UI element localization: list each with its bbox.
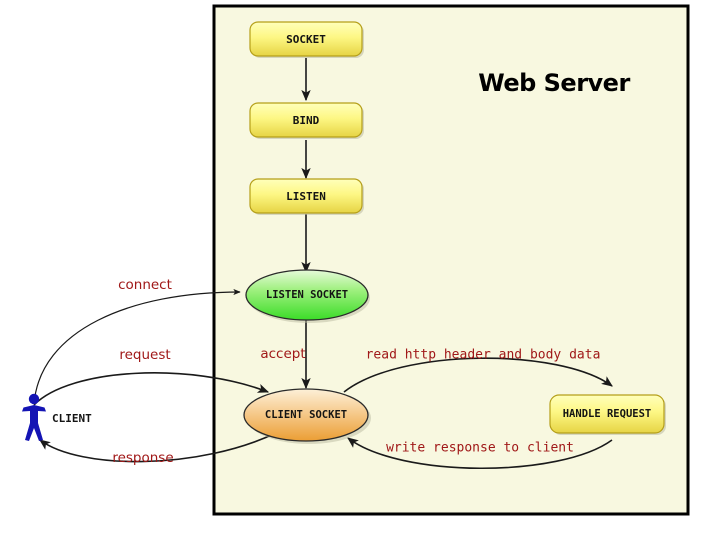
node-listen-box <box>249 178 363 214</box>
edge-label-connect: connect <box>118 277 172 293</box>
edge-label-request: request <box>119 347 170 363</box>
node-socket-label: SOCKET <box>286 33 326 46</box>
node-bind-label: BIND <box>293 114 320 127</box>
edge-connect <box>33 288 241 405</box>
node-listen-socket[interactable]: LISTEN SOCKET <box>245 269 370 323</box>
edge-request <box>33 372 270 406</box>
edge-response <box>39 431 279 463</box>
edge-label-read-request: read http header and body data <box>366 348 601 363</box>
node-client-socket-label: CLIENT SOCKET <box>265 409 347 421</box>
edge-labels-layer: connect accept request read http header … <box>112 277 600 466</box>
edges-layer <box>33 58 613 470</box>
actor-head-icon <box>28 393 40 405</box>
web-server-panel-title: Web Server <box>478 69 630 97</box>
edge-write-response <box>347 437 613 470</box>
node-handle-request[interactable]: HANDLE REQUEST <box>549 394 666 435</box>
edge-label-write-response: write response to client <box>386 441 574 456</box>
node-listen[interactable]: LISTEN <box>249 178 364 215</box>
node-client-socket[interactable]: CLIENT SOCKET <box>243 388 371 444</box>
node-client-actor[interactable]: CLIENT <box>22 393 92 441</box>
node-socket-box <box>249 21 363 57</box>
node-listen-socket-label: LISTEN SOCKET <box>266 289 348 301</box>
actor-body-icon <box>22 405 46 441</box>
node-bind[interactable]: BIND <box>249 102 364 139</box>
edge-label-accept: accept <box>260 346 305 362</box>
edge-read-request <box>343 357 613 393</box>
node-bind-box <box>249 102 363 138</box>
node-listen-label: LISTEN <box>286 190 326 203</box>
node-client-socket-ellipse <box>243 388 369 442</box>
node-socket[interactable]: SOCKET <box>249 21 364 58</box>
node-listen-socket-ellipse <box>245 269 369 321</box>
edge-label-response: response <box>112 450 173 466</box>
node-client-label: CLIENT <box>52 412 92 425</box>
node-handle-request-box <box>549 394 665 434</box>
node-handle-request-label: HANDLE REQUEST <box>563 408 652 420</box>
